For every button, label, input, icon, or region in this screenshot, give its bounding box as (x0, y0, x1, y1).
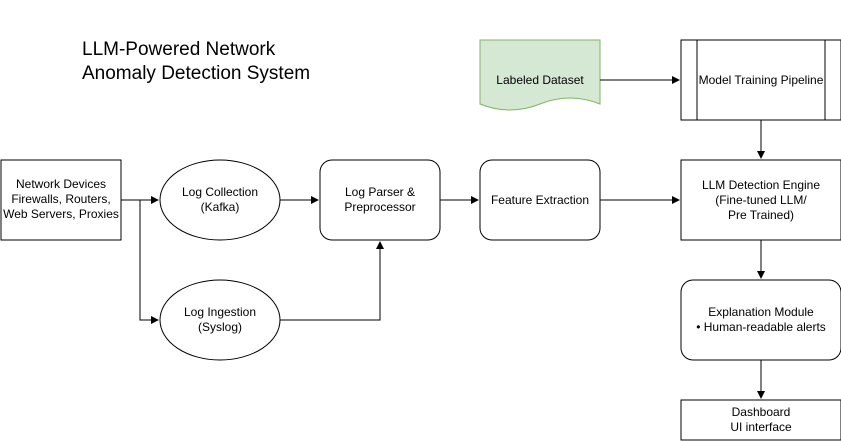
node-network-devices-line-3: Web Servers, Proxies (3, 207, 119, 221)
node-log-parser-line-1: Log Parser & (345, 185, 415, 199)
node-explanation-module-line-2: • Human-readable alerts (696, 320, 826, 334)
node-feature-extraction-line-1: Feature Extraction (491, 193, 589, 207)
node-llm-engine-line-1: LLM Detection Engine (702, 178, 820, 192)
node-log-ingestion[interactable]: Log Ingestion (Syslog) (159, 279, 281, 361)
node-dashboard[interactable]: Dashboard UI interface (680, 399, 841, 441)
node-network-devices-line-1: Network Devices (16, 177, 106, 191)
node-model-training[interactable]: Model Training Pipeline (680, 39, 841, 121)
edge-ingestion-to-parser (280, 241, 384, 321)
diagram-title: LLM-Powered Network Anomaly Detection Sy… (82, 38, 310, 86)
node-log-ingestion-line-1: Log Ingestion (184, 305, 256, 319)
node-network-devices-line-2: Firewalls, Routers, (11, 192, 110, 206)
node-labeled-dataset-line-1: Labeled Dataset (496, 73, 584, 87)
edges (121, 76, 765, 399)
node-model-training-line-1: Model Training Pipeline (699, 73, 824, 87)
node-explanation-module-line-1: Explanation Module (708, 305, 814, 319)
node-network-devices[interactable]: Network Devices Firewalls, Routers, Web … (0, 159, 122, 241)
node-dashboard-line-1: Dashboard (732, 405, 791, 419)
node-log-parser-line-2: Preprocessor (344, 200, 415, 214)
edge-devices-to-ingestion (139, 200, 159, 324)
node-dashboard-line-2: UI interface (730, 420, 792, 434)
diagram-title-line-2: Anomaly Detection System (82, 63, 311, 84)
node-log-collection[interactable]: Log Collection (Kafka) (159, 159, 281, 241)
node-llm-engine[interactable]: LLM Detection Engine (Fine-tuned LLM/ Pr… (680, 159, 841, 241)
node-log-collection-line-2: (Kafka) (201, 200, 240, 214)
node-explanation-module[interactable]: Explanation Module • Human-readable aler… (680, 279, 841, 361)
node-llm-engine-line-3: Pre Trained) (728, 208, 794, 222)
node-llm-engine-line-2: (Fine-tuned LLM/ (715, 193, 807, 207)
diagram-title-line-1: LLM-Powered Network (82, 39, 276, 60)
node-feature-extraction[interactable]: Feature Extraction (479, 159, 601, 241)
node-labeled-dataset[interactable]: Labeled Dataset (479, 39, 601, 111)
node-log-parser[interactable]: Log Parser & Preprocessor (319, 159, 441, 241)
node-log-collection-line-1: Log Collection (182, 185, 258, 199)
node-log-ingestion-line-2: (Syslog) (198, 320, 242, 334)
